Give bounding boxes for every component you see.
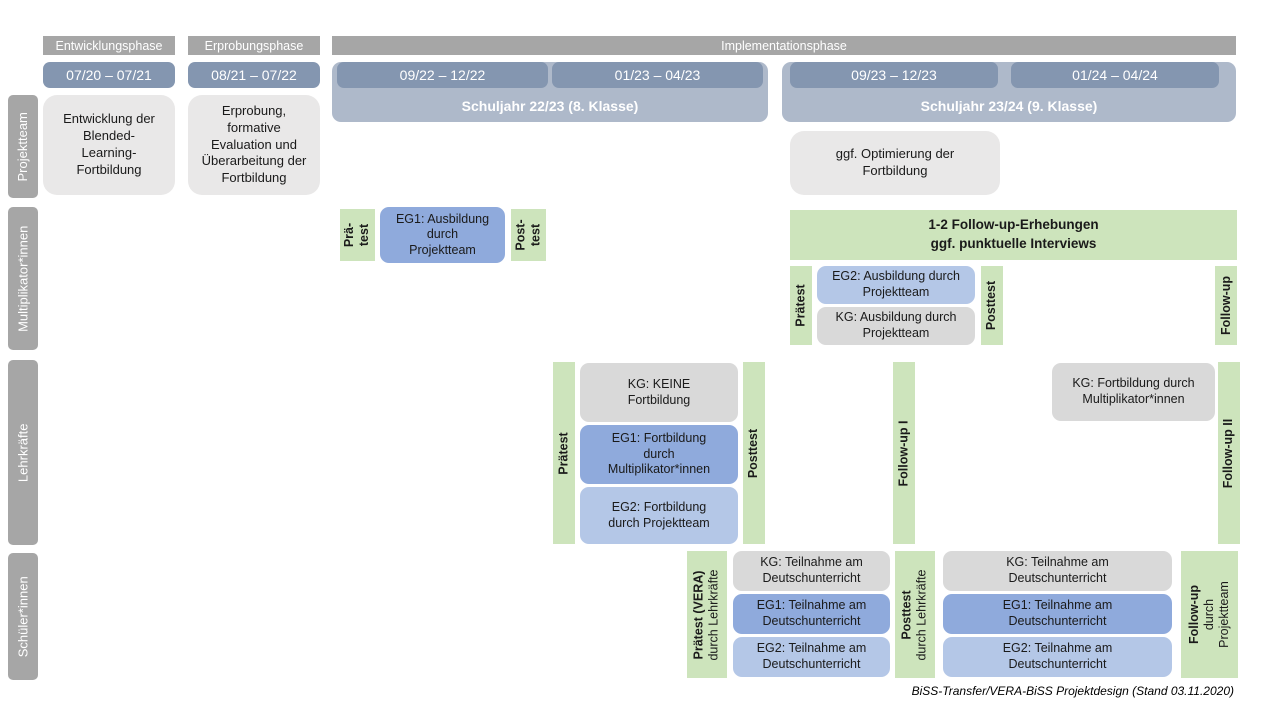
box-eg2-teilnahme-2: EG2: Teilnahme am Deutschunterricht — [943, 637, 1172, 677]
row-label-projektteam: Projektteam — [8, 95, 38, 198]
bar-followup-erhebungen: 1-2 Follow-up-Erhebungen ggf. punktuelle… — [790, 210, 1237, 260]
box-text: KG: Teilnahme am Deutschunterricht — [1006, 555, 1109, 585]
box-text: Entwicklung der Blended-Learning-Fortbil… — [63, 111, 155, 177]
bar-text-line: ggf. punktuelle Interviews — [930, 236, 1097, 251]
vertical-text-line: durch Lehrkräfte — [707, 568, 721, 661]
box-text: KG: Ausbildung durch Projektteam — [835, 310, 957, 340]
box-posttest-lehrkraefte: Posttest — [743, 362, 765, 544]
box-text: EG1: Teilnahme am Deutschunterricht — [1002, 598, 1113, 628]
vertical-text-line: durch Lehrkräfte — [915, 568, 929, 661]
vertical-text-line: Posttest — [900, 589, 914, 640]
box-text: KG: Fortbildung durch Multiplikator*inne… — [1072, 376, 1195, 406]
box-kg-teilnahme-2: KG: Teilnahme am Deutschunterricht — [943, 551, 1172, 591]
row-label-text: Lehrkräfte — [15, 423, 31, 482]
box-posttest-multiplikatoren-2: Posttest — [981, 266, 1003, 345]
vertical-text-line: test — [528, 223, 543, 247]
vertical-text-line: durch — [1202, 598, 1217, 631]
phase-bar-erprobungsphase: Erprobungsphase — [188, 36, 320, 55]
box-text: EG1: Fortbildung durch Multiplikator*inn… — [607, 431, 711, 477]
box-erprobung-evaluation: Erprobung, formative Evaluation und Über… — [188, 95, 320, 195]
box-followup-1: Follow-up I — [893, 362, 915, 544]
box-eg2-teilnahme-1: EG2: Teilnahme am Deutschunterricht — [733, 637, 890, 677]
slide-caption: BiSS-Transfer/VERA-BiSS Projektdesign (S… — [911, 684, 1234, 698]
vertical-text-line: Prätest (VERA) — [692, 570, 706, 659]
vertical-text-line: Projektteam — [1217, 581, 1232, 648]
box-followup-projektteam: Follow-up durch Projektteam — [1181, 551, 1238, 678]
vertical-text: Prätest — [556, 431, 571, 475]
bar-text-line: 1-2 Follow-up-Erhebungen — [928, 217, 1099, 233]
vertical-text: Prätest — [793, 284, 808, 327]
phase-bar-implementationsphase: Implementationsphase — [332, 36, 1236, 55]
box-optimierung-fortbildung: ggf. Optimierung der Fortbildung — [790, 131, 1000, 195]
vertical-text-line: Post- — [513, 219, 528, 251]
date-bar-0124-0424: 01/24 – 04/24 — [1011, 62, 1219, 88]
box-eg2-ausbildung-projektteam: EG2: Ausbildung durch Projektteam — [817, 266, 975, 304]
box-eg1-teilnahme-1: EG1: Teilnahme am Deutschunterricht — [733, 594, 890, 634]
box-entwicklung-fortbildung: Entwicklung der Blended-Learning-Fortbil… — [43, 95, 175, 195]
row-label-schueler: Schüler*innen — [8, 553, 38, 680]
box-text: EG2: Teilnahme am Deutschunterricht — [1002, 641, 1113, 671]
box-eg1-ausbildung-projektteam: EG1: Ausbildung durch Projektteam — [380, 207, 505, 263]
phase-bar-entwicklungsphase: Entwicklungsphase — [43, 36, 175, 55]
row-label-multiplikatoren: Multiplikator*innen — [8, 207, 38, 350]
box-praetest-multiplikatoren-1: Prä- test — [340, 209, 375, 261]
box-kg-ausbildung-projektteam: KG: Ausbildung durch Projektteam — [817, 307, 975, 345]
vertical-text-line: Prä- — [342, 222, 357, 248]
date-bar-0720-0721: 07/20 – 07/21 — [43, 62, 175, 88]
box-eg2-fortbildung-projektteam: EG2: Fortbildung durch Projektteam — [580, 487, 738, 544]
box-text: KG: Teilnahme am Deutschunterricht — [760, 555, 863, 585]
box-kg-fortbildung-multiplikatoren: KG: Fortbildung durch Multiplikator*inne… — [1052, 363, 1215, 421]
box-praetest-lehrkraefte: Prätest — [553, 362, 575, 544]
vertical-text: Follow-up II — [1221, 418, 1236, 488]
box-eg1-teilnahme-2: EG1: Teilnahme am Deutschunterricht — [943, 594, 1172, 634]
vertical-text: Posttest — [984, 280, 999, 331]
box-text: ggf. Optimierung der Fortbildung — [835, 146, 955, 178]
vertical-text: Posttest — [746, 428, 761, 478]
date-bar-0123-0423: 01/23 – 04/23 — [552, 62, 763, 88]
vertical-text: Follow-up I — [896, 420, 911, 486]
vertical-text-line: Follow-up — [1187, 584, 1202, 645]
row-label-lehrkraefte: Lehrkräfte — [8, 360, 38, 545]
box-posttest-multiplikatoren-1: Post- test — [511, 209, 546, 261]
row-label-text: Schüler*innen — [15, 576, 31, 657]
box-praetest-multiplikatoren-2: Prätest — [790, 266, 812, 345]
box-eg1-fortbildung-multiplikatoren: EG1: Fortbildung durch Multiplikator*inn… — [580, 425, 738, 484]
box-text: EG2: Fortbildung durch Projektteam — [608, 499, 710, 530]
box-followup-multiplikatoren: Follow-up — [1215, 266, 1237, 345]
vertical-text: Follow-up — [1218, 275, 1233, 336]
box-text: KG: KEINE Fortbildung — [627, 376, 691, 407]
date-bar-0923-1223: 09/23 – 12/23 — [790, 62, 998, 88]
box-text: EG2: Teilnahme am Deutschunterricht — [756, 641, 867, 671]
date-bar-0821-0722: 08/21 – 07/22 — [188, 62, 320, 88]
box-text: EG2: Ausbildung durch Projektteam — [832, 269, 960, 299]
box-followup-2: Follow-up II — [1218, 362, 1240, 544]
box-text: Erprobung, formative Evaluation und Über… — [201, 102, 307, 186]
box-posttest-lehrkraefte-schueler: Posttest durch Lehrkräfte — [895, 551, 935, 678]
box-text: EG1: Teilnahme am Deutschunterricht — [756, 598, 867, 628]
box-text: EG1: Ausbildung durch Projektteam — [395, 211, 490, 257]
vertical-text-line: test — [357, 223, 372, 247]
row-label-text: Multiplikator*innen — [15, 225, 31, 332]
box-praetest-vera-lehrkraefte: Prätest (VERA) durch Lehrkräfte — [687, 551, 727, 678]
row-label-text: Projektteam — [15, 111, 31, 182]
box-kg-keine-fortbildung: KG: KEINE Fortbildung — [580, 363, 738, 422]
box-kg-teilnahme-1: KG: Teilnahme am Deutschunterricht — [733, 551, 890, 591]
date-bar-0922-1222: 09/22 – 12/22 — [337, 62, 548, 88]
